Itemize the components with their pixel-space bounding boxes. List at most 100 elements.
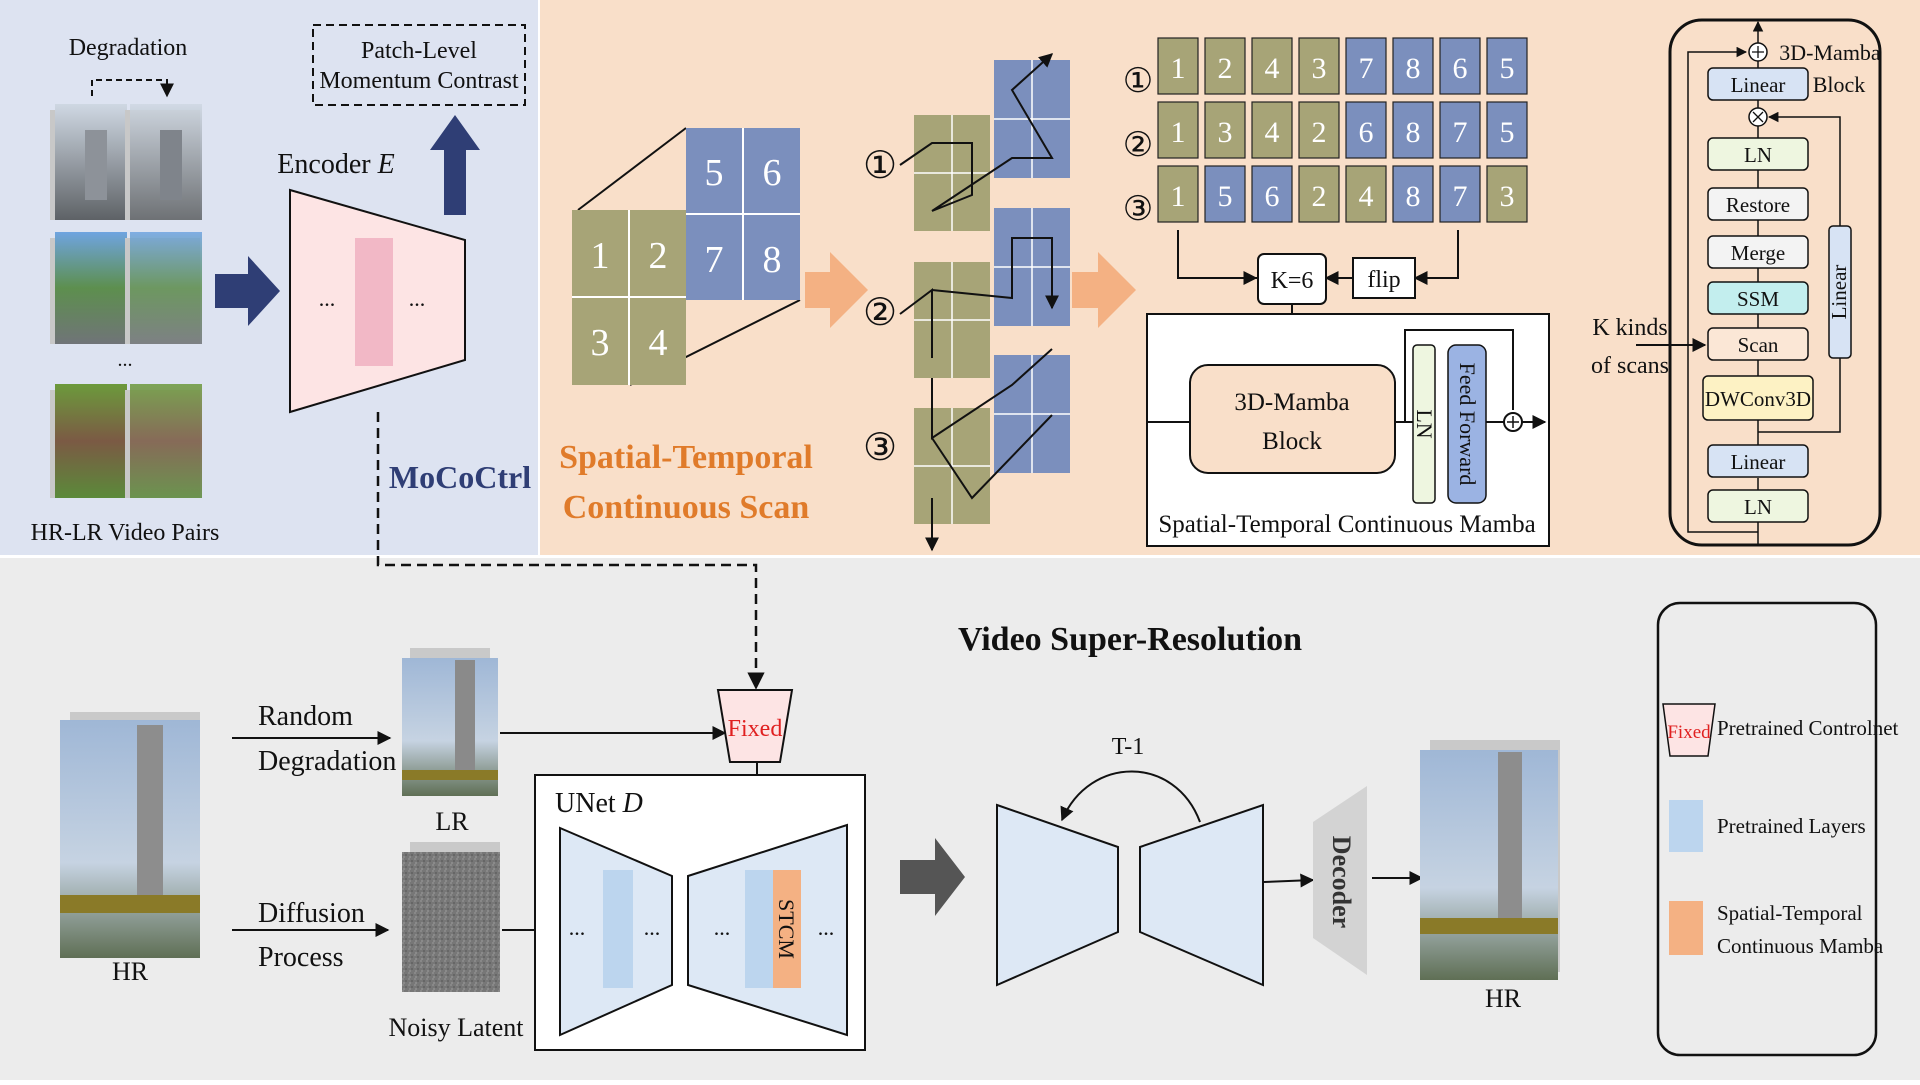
order-tile-label: 5 (1500, 116, 1515, 149)
mococtrl-dashed-path (376, 412, 765, 690)
stcm-block-line2: Block (1262, 428, 1322, 455)
flip-label: flip (1367, 267, 1400, 293)
t-label: T-1 (1112, 734, 1144, 760)
scan-circled-2: ② (863, 292, 897, 334)
degradation-arrow (91, 79, 174, 98)
unet-label: UNet D (555, 788, 643, 819)
contrast-label-line1: Patch-Level (361, 38, 477, 64)
mamba-block-layers: LinearLNRestoreMergeSSMScanDWConv3DLinea… (1687, 20, 1852, 545)
scan-path-arrow (932, 348, 1053, 550)
video-pair-city (50, 104, 202, 220)
cube-label-7: 7 (705, 239, 724, 281)
scan-path-arrow (899, 237, 1052, 358)
mococtrl-label: MoCoCtrl (389, 459, 531, 495)
mamba-layer-label: Linear (1731, 73, 1786, 97)
order-tile-label: 2 (1312, 180, 1327, 213)
to-sampling-arrow (900, 838, 965, 916)
order-tile-label: 6 (1453, 52, 1468, 85)
pairs-caption: HR-LR Video Pairs (31, 520, 220, 546)
order-circled-1: ① (1123, 63, 1153, 100)
hr-output-frames (1420, 740, 1560, 980)
stcm-block-line1: 3D-Mamba (1234, 389, 1349, 416)
order-tile-label: 8 (1406, 52, 1421, 85)
diffusion-process-line2: Process (258, 942, 344, 973)
flip-box (1352, 257, 1416, 299)
legend-fixed-icon-label: Fixed (1667, 722, 1711, 743)
order-tile (1439, 37, 1481, 95)
stcm-residual-path (1395, 329, 1514, 423)
pairs-ellipsis: ... (118, 349, 133, 371)
order-circled-3: ③ (1123, 191, 1153, 228)
order-tile (1251, 101, 1293, 159)
noisy-latent-label: Noisy Latent (388, 1013, 524, 1042)
random-degradation-line2: Degradation (258, 746, 396, 777)
order-tile-label: 8 (1406, 180, 1421, 213)
random-degradation-line1: Random (258, 701, 353, 732)
order-tile (1251, 37, 1293, 95)
contrast-label-line2: Momentum Contrast (319, 68, 519, 94)
k-kinds-line1: K kinds (1592, 315, 1667, 341)
cube-label-4: 4 (649, 322, 668, 364)
cube-label-6: 6 (763, 152, 782, 194)
fixed-label: Fixed (728, 716, 783, 742)
mamba-layer-label: Merge (1731, 241, 1785, 265)
order-tile-label: 6 (1359, 116, 1374, 149)
stcm-feedforward (1447, 344, 1487, 504)
stcm-caption: Spatial-Temporal Continuous Mamba (1158, 511, 1535, 538)
legend-box (1656, 601, 1878, 1057)
mamba-layer-label: DWConv3D (1705, 387, 1811, 411)
mamba-title-line2: Block (1813, 72, 1866, 97)
cube-label-3: 3 (591, 322, 610, 364)
hr-input-label: HR (112, 957, 149, 986)
order-tile (1298, 101, 1340, 159)
order-tile-label: 1 (1171, 52, 1186, 85)
sampling-right-shape (1139, 803, 1264, 987)
scan-path-arrow (899, 53, 1054, 212)
unet-encoder-layer (603, 870, 633, 988)
order-tile (1157, 37, 1199, 95)
stcm-plus-glyph (1507, 416, 1519, 428)
fixed-controlnet-shape (716, 689, 794, 763)
order-tile (1251, 165, 1293, 223)
stcm-ln (1412, 344, 1436, 504)
order-tile (1345, 101, 1387, 159)
t-loop-arrow (1060, 770, 1201, 823)
scan-title-line1: Spatial-Temporal (559, 439, 813, 476)
scan-circled-3: ③ (863, 427, 897, 469)
hr-input-frames (60, 712, 200, 958)
order-tile (1392, 101, 1434, 159)
scan-title-line2: Continuous Scan (563, 489, 810, 526)
mamba-layer-label: Linear (1731, 450, 1786, 474)
diffusion-process-line1: Diffusion (258, 898, 365, 929)
order-tile-label: 5 (1500, 52, 1515, 85)
unet-stcm-layer (773, 870, 801, 988)
contrast-up-arrow (430, 115, 480, 215)
order-tile (1204, 37, 1246, 95)
unet-dots-1: ... (569, 915, 586, 940)
mamba-layer-label: Scan (1738, 333, 1779, 357)
legend-pretrained-controlnet: Pretrained Controlnet (1717, 716, 1899, 740)
order-tile (1486, 165, 1528, 223)
legend-pretrained-layers-swatch (1669, 800, 1703, 852)
encoder-label: Encoder E (277, 149, 394, 180)
order-tile (1157, 101, 1199, 159)
unet-dots-4: ... (818, 915, 835, 940)
mamba-layer-label: Restore (1726, 193, 1790, 217)
mamba-block-frame (1668, 18, 1882, 547)
sampling-to-decoder-arrow (1263, 873, 1315, 888)
order-tile (1204, 165, 1246, 223)
unet-dots-2: ... (644, 915, 661, 940)
vsr-title: Video Super-Resolution (958, 621, 1302, 658)
order-circled-2: ② (1123, 127, 1153, 164)
noisy-latent-frames (402, 842, 500, 992)
legend-stcm-line2: Continuous Mamba (1717, 934, 1884, 958)
order-tile-label: 3 (1312, 52, 1327, 85)
order-tile-label: 7 (1359, 52, 1374, 85)
momentum-contrast-box (312, 24, 526, 106)
legend-fixed-icon (1662, 703, 1716, 757)
encoder-dots-left: ... (319, 286, 336, 311)
order-tile-label: 7 (1453, 180, 1468, 213)
to-encoder-arrow (215, 256, 280, 326)
